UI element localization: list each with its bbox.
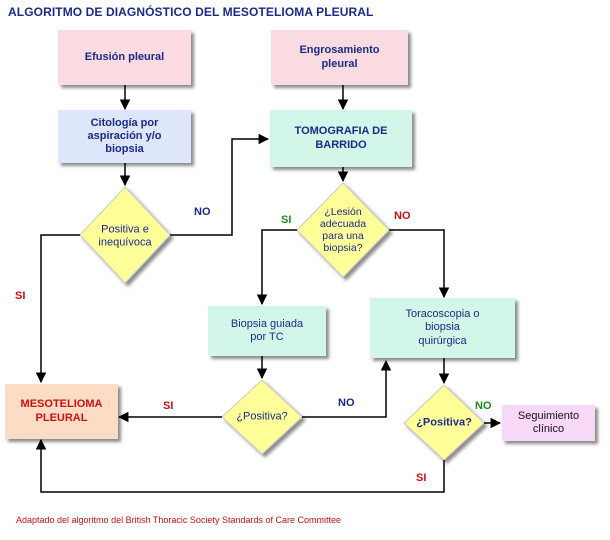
node-citologia: Citología por aspiración y/o biopsia bbox=[58, 110, 191, 163]
edge-diamond-si-mesotelioma bbox=[35, 234, 80, 384]
decision-diamond-positiva-inequivoca bbox=[79, 186, 171, 284]
edge-positiva1-no-toracoscopia bbox=[302, 359, 392, 418]
edge-label-si-lesion: SI bbox=[281, 214, 292, 226]
decision-diamond-lesion bbox=[296, 182, 390, 278]
node-engrosamiento-pleural: Engrosamiento pleural bbox=[271, 30, 408, 85]
edge-label-si-toracoscopia: SI bbox=[416, 472, 427, 484]
node-mesotelioma-label: MESOTELIOMA PLEURAL bbox=[20, 398, 103, 424]
decision-diamond-positiva-1 bbox=[221, 379, 303, 455]
diamond-label-positiva-1: ¿Positiva? bbox=[236, 410, 288, 423]
node-efusion-pleural: Efusión pleural bbox=[58, 30, 191, 85]
edge-label-no-toracoscopia: NO bbox=[475, 400, 492, 412]
footer-credit: Adaptado del algoritmo del British Thora… bbox=[16, 515, 341, 525]
edge-lesion-no-toracoscopia bbox=[389, 229, 450, 299]
diamond-label-lesion-adecuada: ¿Lesión adecuada para una biopsia? bbox=[319, 205, 367, 255]
diamond-label-positiva-inequivoca: Positiva e inequívoca bbox=[98, 223, 152, 248]
node-tomografia-label: TOMOGRAFIA DE BARRIDO bbox=[294, 125, 388, 151]
node-engrosamiento-label: Engrosamiento pleural bbox=[299, 44, 380, 70]
page-title: ALGORITMO DE DIAGNÓSTICO DEL MESOTELIOMA… bbox=[8, 5, 374, 19]
edge-label-si-biopsia: SI bbox=[163, 400, 174, 412]
edge-positiva2-si-mesotelioma bbox=[35, 438, 445, 493]
node-toracoscopia-label: Toracoscopia o biopsia quirúrgica bbox=[405, 308, 480, 347]
diamond-label-positiva-2: ¿Positiva? bbox=[416, 416, 472, 429]
node-citologia-label: Citología por aspiración y/o biopsia bbox=[87, 116, 162, 156]
node-seguimiento-clinico: Seguimiento clínico bbox=[502, 405, 595, 441]
node-biopsia-guiada: Biopsia guiada por TC bbox=[208, 306, 326, 356]
edge-label-no-citologia: NO bbox=[194, 206, 211, 218]
edge-label-si-citologia: SI bbox=[15, 290, 26, 302]
node-tomografia: TOMOGRAFIA DE BARRIDO bbox=[270, 110, 412, 167]
node-biopsia-guiada-label: Biopsia guiada por TC bbox=[230, 317, 304, 343]
edge-lesion-si-biopsia bbox=[256, 229, 297, 306]
node-mesotelioma-pleural: MESOTELIOMA PLEURAL bbox=[5, 384, 118, 439]
edge-label-no-biopsia: NO bbox=[338, 397, 355, 409]
node-seguimiento-label: Seguimiento clínico bbox=[517, 409, 580, 435]
node-efusion-label: Efusión pleural bbox=[84, 50, 165, 63]
node-toracoscopia: Toracoscopia o biopsia quirúrgica bbox=[370, 298, 515, 358]
edge-label-no-lesion: NO bbox=[394, 210, 411, 222]
edge-diamond-no-tomografia bbox=[170, 133, 270, 236]
